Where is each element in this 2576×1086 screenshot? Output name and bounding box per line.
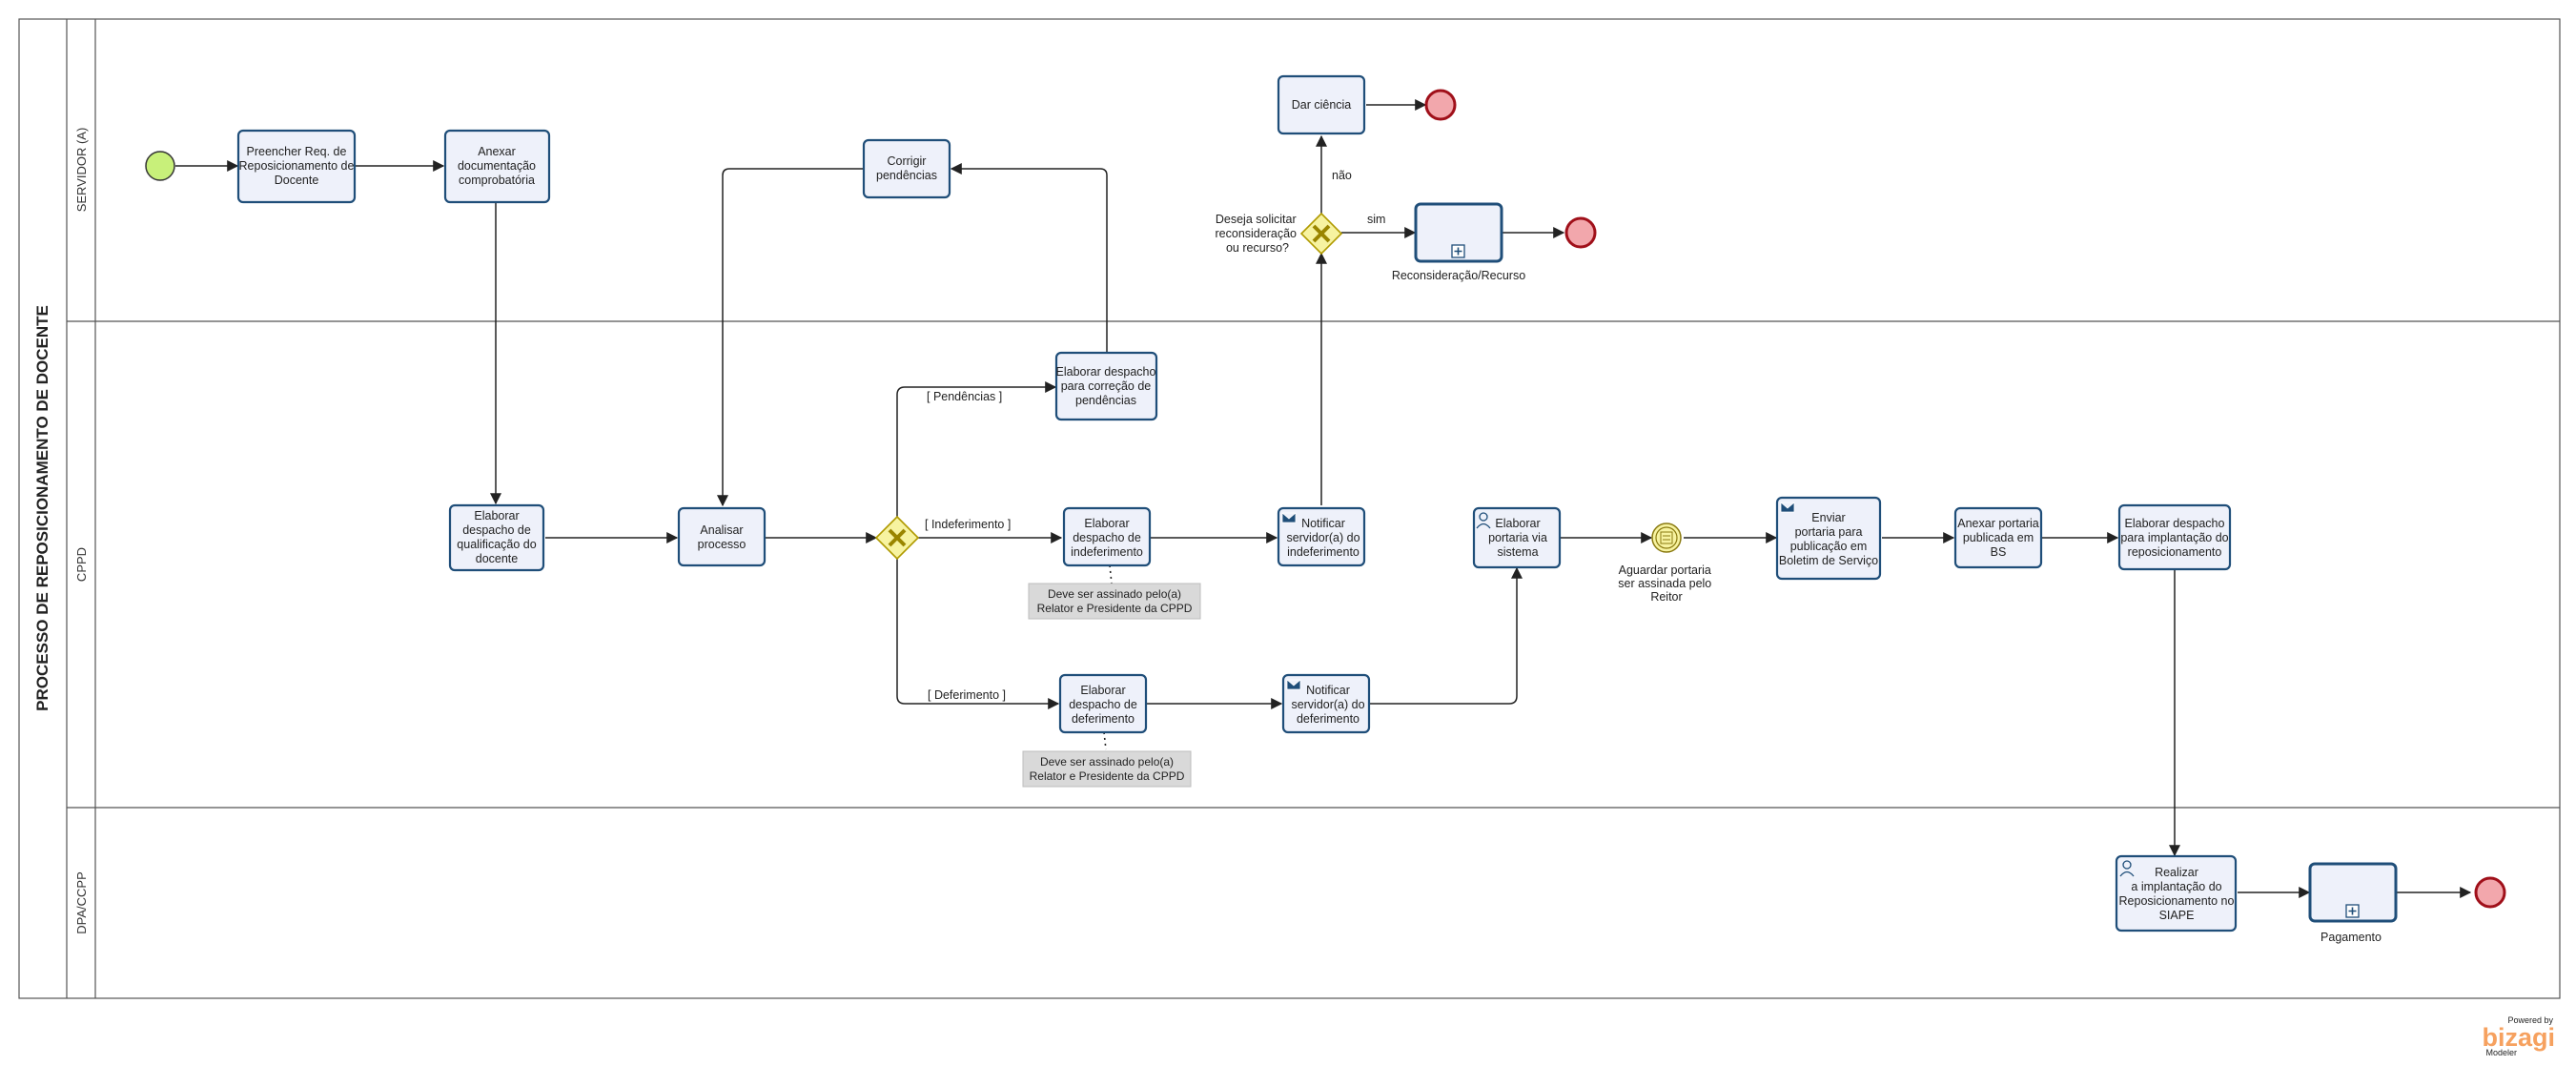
svg-text:Dar ciência: Dar ciência — [1292, 98, 1352, 112]
flow-label-nao: não — [1332, 169, 1352, 182]
sequence-flows — [175, 99, 2472, 898]
user-icon — [1476, 512, 1491, 529]
svg-text:Deve ser assinado pelo(a)Relat: Deve ser assinado pelo(a)Relator e Presi… — [1037, 587, 1193, 615]
pool-title: PROCESSO DE REPOSICIONAMENTO DE DOCENTE — [33, 305, 51, 711]
lane-title-servidor: SERVIDOR (A) — [74, 128, 89, 213]
svg-text:Deve ser assinado pelo(a)Relat: Deve ser assinado pelo(a)Relator e Presi… — [1030, 755, 1185, 783]
subprocess-reconsideracao[interactable]: Reconsideração/Recurso — [1392, 202, 1525, 282]
exclusive-gateway[interactable] — [1299, 212, 1343, 256]
end-event[interactable] — [1424, 89, 1457, 121]
lane-title-dpa: DPA/CCPP — [74, 871, 89, 934]
subprocess-label: Reconsideração/Recurso — [1392, 269, 1525, 282]
user-icon — [2119, 860, 2135, 877]
flow-label-pendencias: [ Pendências ] — [927, 390, 1002, 403]
start-event[interactable] — [145, 151, 175, 181]
intermediate-timer-event[interactable] — [1651, 523, 1682, 553]
annotation-note: Deve ser assinado pelo(a)Relator e Presi… — [1028, 583, 1201, 620]
annotation-note: Deve ser assinado pelo(a)Relator e Presi… — [1022, 750, 1192, 788]
message-icon — [1281, 512, 1297, 523]
gateway-question-label: Deseja solicitar reconsideração ou recur… — [1216, 213, 1300, 255]
message-icon — [1780, 502, 1795, 513]
lane-title-cppd: CPPD — [74, 547, 89, 582]
subprocess-label: Pagamento — [2320, 931, 2382, 944]
svg-text:bizagi: bizagi — [2482, 1023, 2555, 1052]
svg-text:Modeler: Modeler — [2485, 1048, 2517, 1057]
end-event[interactable] — [2474, 876, 2506, 909]
exclusive-gateway[interactable] — [874, 515, 920, 561]
task-dar-ciencia[interactable]: Dar ciência — [1277, 74, 1366, 135]
end-event[interactable] — [1564, 216, 1597, 249]
flow-label-deferimento: [ Deferimento ] — [928, 688, 1006, 702]
flow-label-indeferimento: [ Indeferimento ] — [925, 518, 1011, 531]
message-icon — [1286, 679, 1301, 690]
event-label-aguardar: Aguardar portaria ser assinada pelo Reit… — [1618, 563, 1714, 604]
bizagi-logo: Powered by bizagi Modeler — [2482, 1015, 2555, 1057]
flow-label-sim: sim — [1367, 213, 1385, 226]
svg-text:Powered by: Powered by — [2507, 1015, 2553, 1025]
subprocess-pagamento[interactable]: Pagamento — [2308, 862, 2398, 944]
